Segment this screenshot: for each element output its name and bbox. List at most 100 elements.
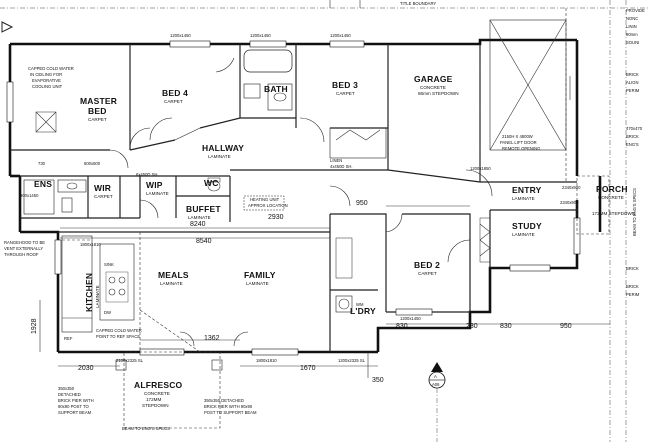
window-tag-11: 2340x900 — [560, 200, 579, 205]
pier-left-note-1: 350x350 — [58, 386, 75, 391]
bed2-finish: CARPET — [418, 271, 437, 276]
garage-door-note-2: PANEL LIFT DOOR — [500, 140, 537, 145]
ens-name: ENS — [34, 179, 52, 189]
rangehood-note-2: VENT EXTERNALLY — [4, 246, 43, 251]
linen-shelf-note: 4x450D SH. — [330, 164, 353, 169]
window-tag-8: 1800x1810 — [80, 242, 101, 247]
heating-note-2: APPROX LOCATION — [248, 203, 288, 208]
porch-name: PORCH — [596, 184, 628, 194]
section-mark-sheet: A06 — [432, 382, 440, 387]
washing-machine-label: WM — [356, 302, 364, 307]
section-marker: A A06 — [428, 362, 446, 442]
heating-note-1: HEATING UNIT — [250, 197, 280, 202]
bath-name: BATH — [264, 84, 288, 94]
dishwasher-label: DW — [104, 310, 111, 315]
garage-door-note-3: REMOTE OPENING — [502, 146, 540, 151]
dim-950: 950 — [560, 323, 572, 330]
dim-350: 350 — [372, 377, 384, 384]
entry-finish: LAMINATE — [512, 196, 535, 201]
study-finish: LAMINATE — [512, 232, 535, 237]
right-note-9: 470x470 — [626, 126, 643, 131]
family-name: FAMILY — [244, 270, 276, 280]
meals-family-divider — [139, 232, 201, 353]
wip-name: WIP — [146, 180, 163, 190]
hallway-finish: LAMINATE — [208, 154, 231, 159]
garage-interior — [479, 8, 571, 182]
kitchen-finish: LAMINATE — [95, 285, 100, 308]
fridge-note-2: POINT TO REF SPACE — [96, 334, 140, 339]
window-tag-4: 1200x1450 — [400, 316, 421, 321]
family-finish: LAMINATE — [246, 281, 269, 286]
dim-830: 830 — [396, 323, 408, 330]
ldry-name: L'DRY — [350, 306, 376, 316]
window-tag-13: 900x1450 — [20, 193, 39, 198]
right-note-13: BRICK — [626, 284, 639, 289]
kitchen-label-group: KITCHEN LAMINATE — [84, 273, 100, 312]
alfresco-name: ALFRESCO — [134, 380, 183, 390]
pier-right-note-3: POST TO SUPPORT BEAM — [204, 410, 257, 415]
right-note-14: PERIM — [626, 292, 640, 297]
wc-name: WC — [204, 178, 219, 188]
door-swings — [109, 57, 493, 347]
right-note-4: 90mm — [626, 32, 638, 37]
laundry-fixtures: WM — [335, 237, 364, 313]
heating-unit — [243, 195, 285, 211]
capped-water-note-1: CAPPED COLD WATER — [28, 66, 74, 71]
pier-left-note-5: SUPPORT BEAM — [58, 410, 92, 415]
entry-name: ENTRY — [512, 185, 542, 195]
wir-finish: CARPET — [94, 194, 113, 199]
hallway-name: HALLWAY — [202, 143, 244, 153]
beam-note: BEAM TO ENG'S SPECS — [122, 426, 170, 431]
bed4-finish: CARPET — [164, 99, 183, 104]
pier-left-note-3: BRICK PIER WITH — [58, 398, 94, 403]
right-note-6: BRICK — [626, 72, 639, 77]
bed4-name: BED 4 — [162, 88, 188, 98]
right-note-8: PERIM — [626, 88, 640, 93]
dim-1928-group: 1928 — [31, 318, 38, 334]
pier-left-note-4: 90x90 POST TO — [58, 404, 89, 409]
right-note-12: BRICK — [626, 266, 639, 271]
window-tag-5: 2100x2325 SL — [116, 358, 144, 363]
right-note-7: ALIGN — [626, 80, 639, 85]
alfresco-note-2: STEPDOWN — [142, 403, 169, 408]
alfresco-note-1: 172MM — [146, 397, 161, 402]
pier-left-note-2: DETACHED — [58, 392, 81, 397]
dim-2930: 2930 — [268, 214, 284, 221]
bath-fixtures — [243, 49, 293, 111]
study-name: STUDY — [512, 221, 542, 231]
dim-8240: 8240 — [190, 221, 206, 228]
window-tag-9: 1200x1850 — [470, 166, 491, 171]
window-tag-1: 1200x1450 — [170, 33, 191, 38]
right-note-5: SOUNI — [626, 40, 639, 45]
alfresco-slab — [115, 351, 223, 429]
meals-name: MEALS — [158, 270, 189, 280]
ensuite-fixtures — [23, 179, 87, 215]
master-bed-finish: CARPET — [88, 117, 107, 122]
section-mark-letter: A — [434, 374, 437, 379]
wip-finish: LAMINATE — [146, 191, 169, 196]
right-note-1: PROVIDE — [626, 8, 645, 13]
porch-note: 172MM STEPDOWN — [592, 211, 635, 216]
dim-1928: 1928 — [31, 318, 38, 334]
dim-230: 230 — [466, 323, 478, 330]
fridge-note-1: CAPPED COLD WATER — [96, 328, 142, 333]
master-bed-name-1: MASTER — [80, 96, 117, 106]
buffet-finish: LAMINATE — [188, 215, 211, 220]
dim-1362: 1362 — [204, 335, 220, 342]
dim-8540: 8540 — [196, 238, 212, 245]
title-boundary-label: TITLE BOUNDARY — [400, 1, 436, 6]
garage-note: 86mm STEPDOWN — [418, 91, 459, 96]
master-bed-name-2: BED — [88, 106, 107, 116]
alfresco-finish: CONCRETE — [144, 391, 170, 396]
window-tag-3: 1200x1450 — [330, 33, 351, 38]
dim-830b: 830 — [500, 323, 512, 330]
porch-slab — [576, 175, 610, 235]
fridge-label: REF — [64, 336, 73, 341]
porch-finish: CONCRETE — [598, 195, 624, 200]
capped-water-note-4: COOLING UNIT — [32, 84, 63, 89]
garage-name: GARAGE — [414, 74, 453, 84]
rangehood-note-1: RANGEHOOD TO BE — [4, 240, 45, 245]
corner-icon — [1, 21, 14, 33]
study-robe — [479, 217, 491, 263]
